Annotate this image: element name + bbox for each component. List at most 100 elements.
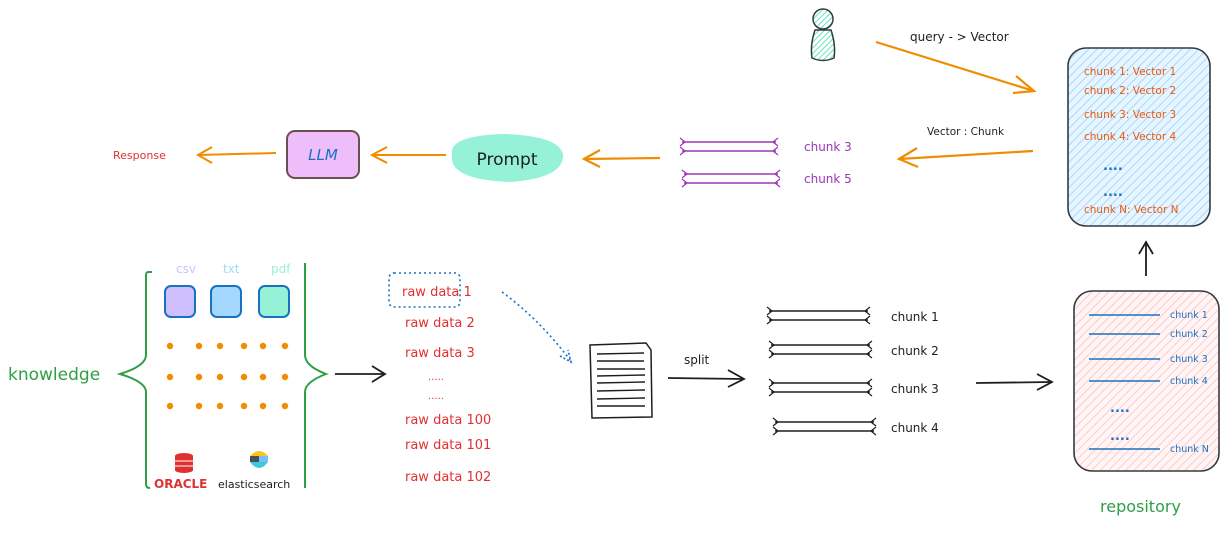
knowledge-left-brace	[116, 271, 152, 489]
file-type-label: txt	[223, 262, 240, 276]
file-type-pdf: pdf	[258, 262, 291, 318]
repository-item: chunk N	[1089, 444, 1209, 455]
split-chunk: chunk 3	[768, 378, 939, 397]
dot	[166, 402, 174, 410]
knowledge-to-rawdata-arrow	[335, 365, 387, 383]
retrieved-chunks: chunk 3 chunk 5	[679, 137, 852, 188]
document-icon	[589, 342, 653, 419]
dot	[281, 402, 289, 410]
split-chunk-label: chunk 2	[891, 344, 939, 358]
chunk-bar-icon	[768, 340, 873, 359]
file-type-txt: txt	[210, 262, 242, 318]
dot-grid	[166, 342, 289, 410]
dot	[216, 373, 224, 381]
dot	[281, 373, 289, 381]
vector-item: chunk 2: Vector 2	[1084, 85, 1176, 97]
split-chunk: chunk 1	[766, 306, 939, 325]
query-label: query - > Vector	[910, 30, 1009, 44]
split-chunk-label: chunk 3	[891, 382, 939, 396]
raw-data-item: raw data 102	[405, 470, 491, 485]
vector-item: chunk 3: Vector 3	[1084, 109, 1176, 121]
raw-data-ellipsis: .....	[428, 372, 444, 383]
raw-data-item: raw data 101	[405, 438, 491, 453]
raw-data-highlight	[388, 272, 461, 308]
file-type-label: pdf	[271, 262, 291, 276]
dot	[259, 373, 267, 381]
retrieved-chunk-label: chunk 3	[804, 140, 852, 154]
dot	[195, 342, 203, 350]
elasticsearch-icon	[249, 451, 269, 471]
repository-ellipsis: ....	[1110, 401, 1130, 416]
prompt-to-llm-arrow	[369, 146, 446, 164]
file-types: csv txt pdf	[164, 262, 291, 318]
repository-item: chunk 4	[1089, 376, 1208, 387]
file-type-icon	[210, 285, 242, 318]
dot	[195, 402, 203, 410]
retrieved-chunk-label: chunk 5	[804, 172, 852, 186]
split-chunk: chunk 2	[768, 340, 939, 359]
chunks-to-prompt-arrow	[581, 149, 661, 168]
chunk-bar-icon	[679, 137, 779, 156]
vector-chunk-label: Vector : Chunk	[927, 126, 1005, 138]
chunks-to-repository-arrow	[975, 373, 1054, 391]
llm-node	[286, 130, 360, 179]
chunk-bar-icon	[772, 417, 877, 436]
raw-data-item: raw data 1	[402, 285, 472, 300]
oracle-label: ORACLE	[154, 477, 207, 491]
query-arrow	[875, 40, 1037, 95]
chunk-bar-icon	[768, 378, 873, 397]
chunk-bar-icon	[681, 169, 781, 188]
split-arrow	[667, 369, 746, 388]
vector-ellipsis: ....	[1103, 185, 1123, 200]
prompt-label: Prompt	[477, 150, 538, 170]
raw-to-document-dotted-arrow	[501, 291, 573, 364]
repository-item-label: chunk 2	[1170, 329, 1208, 340]
prompt-node	[452, 134, 564, 182]
raw-data-item: raw data 100	[405, 413, 491, 428]
vector-item: chunk N: Vector N	[1084, 204, 1179, 216]
dot	[240, 342, 248, 350]
repository-items: chunk 1 chunk 2 chunk 3 chunk 4........ chun…	[1089, 310, 1209, 455]
knowledge-label: knowledge	[8, 365, 100, 385]
vector-store	[1067, 47, 1211, 227]
dot	[216, 402, 224, 410]
file-type-icon	[258, 285, 290, 318]
dot	[216, 342, 224, 350]
dot	[240, 373, 248, 381]
vector-item: chunk 4: Vector 4	[1084, 131, 1177, 143]
vector-store-items: chunk 1: Vector 1 chunk 2: Vector 2 chunk …	[1084, 66, 1179, 216]
repository-to-vector-arrow	[1138, 240, 1154, 276]
repository-item-label: chunk 1	[1170, 310, 1208, 321]
dot	[281, 342, 289, 350]
user-icon	[810, 8, 836, 62]
repository-item: chunk 2	[1089, 329, 1208, 340]
split-chunk: chunk 4	[772, 417, 939, 436]
knowledge-right-brace	[304, 263, 329, 488]
repository-ellipsis: ....	[1110, 429, 1130, 444]
file-type-icon	[164, 285, 196, 318]
repository-item-label: chunk N	[1170, 444, 1209, 455]
response-label: Response	[113, 149, 166, 162]
vector-to-chunk-arrow	[896, 147, 1034, 169]
repository-item: chunk 1	[1089, 310, 1208, 321]
chunk-bar-icon	[766, 306, 871, 325]
vector-item: chunk 1: Vector 1	[1084, 66, 1176, 78]
file-type-label: csv	[176, 262, 196, 276]
split-label: split	[684, 353, 710, 367]
oracle-db-icon	[175, 453, 193, 473]
repository-item-label: chunk 3	[1170, 354, 1208, 365]
dot	[166, 342, 174, 350]
split-chunk-label: chunk 4	[891, 421, 939, 435]
retrieved-chunk: chunk 5	[681, 169, 852, 188]
raw-data-item: raw data 2	[405, 316, 475, 331]
llm-label: LLM	[308, 146, 338, 164]
repository-item: chunk 3	[1089, 354, 1208, 365]
split-chunk-label: chunk 1	[891, 310, 939, 324]
llm-to-response-arrow	[195, 146, 277, 164]
dot	[259, 402, 267, 410]
raw-data-item: raw data 3	[405, 346, 475, 361]
split-chunks: chunk 1 chunk 2 chunk 3 chunk 4	[766, 306, 939, 436]
retrieved-chunk: chunk 3	[679, 137, 852, 156]
